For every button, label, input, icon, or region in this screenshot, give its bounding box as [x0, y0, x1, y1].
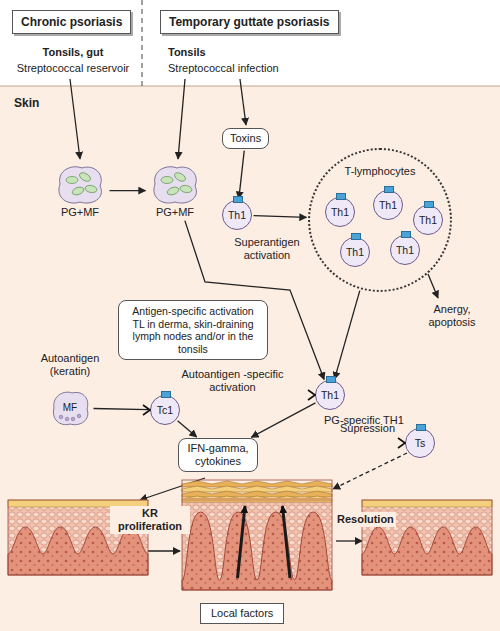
node-label: Th1: [346, 246, 364, 259]
edge-label: Superantigen activation: [230, 236, 304, 262]
node-label: Ts: [415, 437, 426, 450]
connector-arrow: [335, 291, 360, 379]
t-cell: Tc1: [150, 395, 180, 425]
flow-arrow: [240, 79, 246, 125]
toxin-box: Toxins: [222, 128, 269, 149]
divider-line: [142, 0, 143, 86]
t-cell: Th1: [373, 190, 403, 220]
connector-arrow: [110, 190, 146, 191]
node-label: MF: [63, 402, 77, 414]
receptor: [401, 231, 411, 238]
annotation-label: Resolution: [335, 512, 396, 527]
node-label: Toxins: [230, 132, 261, 145]
node-label: Temporary guttate psoriasis: [169, 15, 330, 29]
node-label: Th1: [321, 389, 339, 402]
receptor: [161, 391, 171, 398]
connector-arrow: [253, 216, 306, 218]
receptor: [416, 424, 426, 431]
node-label: Th1: [228, 209, 246, 222]
receptor: [326, 376, 336, 383]
node-label: T-lymphocytes: [310, 165, 450, 178]
annotation-label: Tonsils: [168, 46, 206, 59]
skin-panel: [0, 86, 500, 631]
t-cell: Th1: [340, 237, 370, 267]
annotation-label: Streptococcal reservoir: [8, 62, 138, 75]
node-label: Antigen-specific activation TL in derma,…: [125, 305, 261, 355]
antigen-cell: PG+MF: [52, 162, 108, 219]
receptor: [351, 233, 361, 240]
flow-arrow: [70, 79, 80, 159]
antigen-receptor: [306, 389, 316, 401]
node-label: Th1: [331, 206, 349, 219]
annotation-label: KR proliferation: [110, 506, 190, 534]
connector-arrow: [251, 403, 315, 437]
receptor: [336, 193, 346, 200]
node-label: Chronic psoriasis: [21, 15, 122, 29]
suppression-arrow: [333, 453, 407, 489]
node-label: Th1: [419, 214, 437, 227]
heading-box: Temporary guttate psoriasis: [160, 10, 339, 34]
node-label: PG+MF: [52, 206, 108, 219]
node-label: Th1: [379, 199, 397, 212]
node-label: Tc1: [157, 404, 173, 417]
process-box: Local factors: [200, 603, 284, 624]
connector-arrow: [93, 408, 148, 409]
annotation-label: Streptococcal infection: [168, 62, 279, 75]
annotation-label: Skin: [14, 96, 39, 110]
macrophage-cell: MF: [48, 388, 92, 428]
skin-section: [182, 480, 332, 590]
annotation-label: Autoantigen -specific activation: [180, 368, 285, 394]
connector-arrow: [178, 421, 197, 437]
flow-arrow: [428, 274, 438, 298]
t-cell: Th1: [413, 205, 443, 235]
t-cell: Th1: [325, 197, 355, 227]
t-cell: Th1: [222, 200, 252, 230]
flow-arrow: [178, 79, 185, 159]
node-label: Th1: [396, 244, 414, 257]
heading-box: Chronic psoriasis: [12, 10, 131, 34]
annotation-label: Anergy, apoptosis: [420, 303, 484, 329]
t-cell: Ts: [405, 428, 435, 458]
t-cell: Th1PG-specific TH1: [315, 380, 345, 410]
panel-border: [0, 85, 500, 86]
antigen-receptor: [141, 404, 151, 416]
receptor: [384, 186, 394, 193]
annotation-label: Tonsils, gut: [8, 46, 138, 59]
antigen-cell: PG+MF: [147, 162, 203, 219]
annotation-label: Supression: [340, 422, 395, 435]
t-cell-cluster: T-lymphocytesTh1Th1Th1Th1Th1: [308, 148, 452, 292]
connector-arrow: [239, 151, 244, 199]
receptor: [233, 196, 243, 203]
t-cell: Th1: [390, 235, 420, 265]
antigen-receptor: [396, 437, 406, 449]
cytokine-box: IFN-gamma, cytokines: [178, 438, 258, 472]
node-label: PG+MF: [147, 206, 203, 219]
cell-shape: [147, 162, 203, 206]
node-label: IFN-gamma, cytokines: [186, 442, 250, 468]
receptor: [424, 201, 434, 208]
flow-arrow: [336, 540, 362, 541]
process-box: Antigen-specific activation TL in derma,…: [118, 300, 268, 360]
node-label: Local factors: [211, 607, 273, 620]
annotation-label: Autoantigen (keratin): [30, 352, 110, 378]
cell-shape: [52, 162, 108, 206]
